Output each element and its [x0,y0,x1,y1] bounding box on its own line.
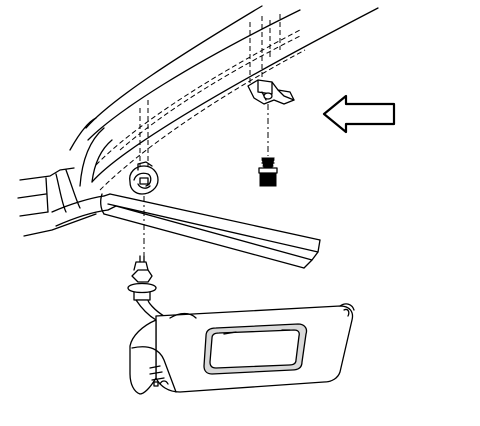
screw [258,157,278,187]
arrow-left-icon [322,94,396,134]
headliner-rail [51,193,321,269]
vanity-mirror [203,323,308,375]
mounting-bracket [247,79,295,105]
windshield-frame [69,5,379,191]
retainer-clip [129,161,159,195]
roof-structure-left [17,167,97,237]
sunshade-pivot [127,255,165,321]
